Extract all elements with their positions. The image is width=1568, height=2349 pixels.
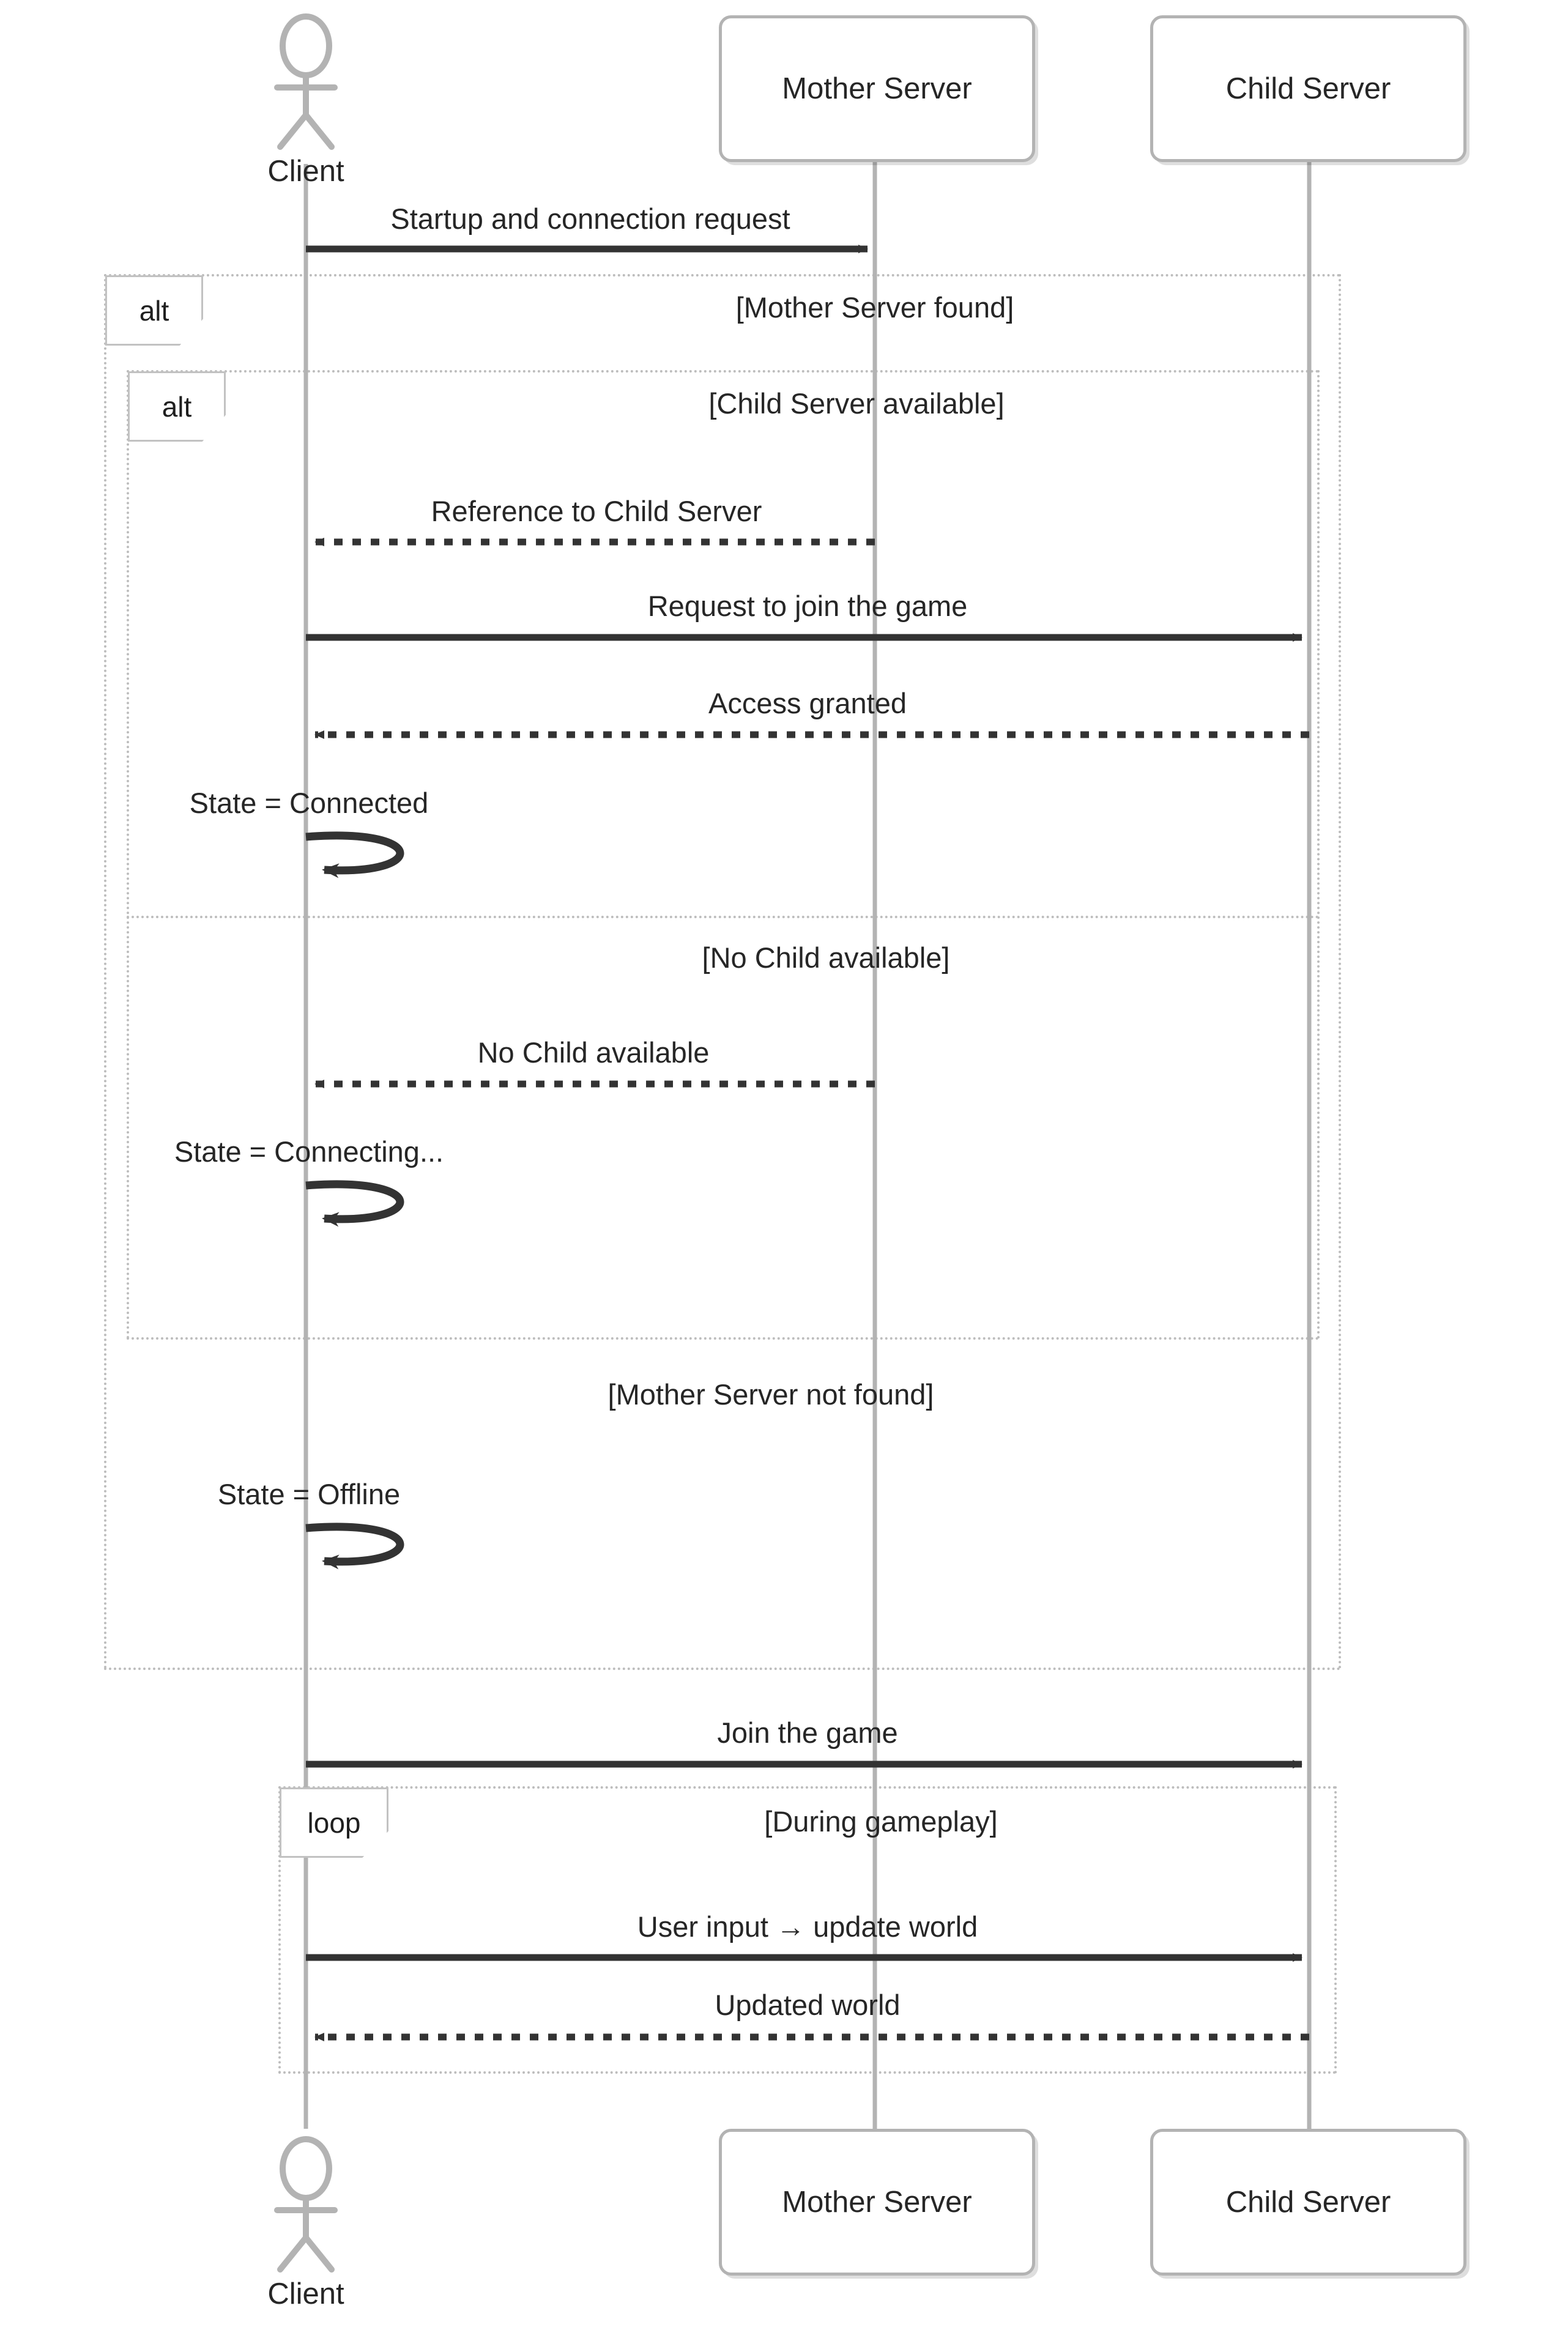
participant-box-child-bottom[interactable]: Child Server <box>1150 2129 1466 2276</box>
message-label-m9: Join the game <box>717 1716 898 1749</box>
fragment-tag-alt-outer-label: alt <box>139 294 169 327</box>
message-label-m7: State = Connecting... <box>174 1135 444 1168</box>
fragment-tag-alt-inner[interactable]: alt <box>128 371 226 442</box>
message-arrows <box>305 245 1309 2041</box>
fragment-condition-no-child: [No Child available] <box>702 941 950 974</box>
participant-label-client-bottom: Client <box>267 2277 344 2310</box>
participant-label-mother-bottom: Mother Server <box>782 2186 972 2219</box>
message-label-m10: User input → update world <box>637 1910 978 1943</box>
fragment-tag-alt-outer[interactable]: alt <box>105 275 203 346</box>
actor-client-bottom <box>274 2136 338 2273</box>
message-label-m2: Reference to Child Server <box>431 495 762 527</box>
arrow-m8-self <box>305 1523 404 1570</box>
actor-client-top <box>274 13 338 150</box>
message-label-m4: Access granted <box>708 687 907 719</box>
message-label-m11: Updated world <box>715 1989 901 2021</box>
fragment-condition-during-gameplay: [During gameplay] <box>764 1805 998 1838</box>
message-label-m5: State = Connected <box>189 787 429 819</box>
fragment-tag-alt-inner-label: alt <box>162 390 192 423</box>
message-label-m6: No Child available <box>477 1036 710 1069</box>
message-label-m8: State = Offline <box>217 1478 401 1510</box>
participant-label-mother-top: Mother Server <box>782 72 972 105</box>
fragment-condition-mother-found: [Mother Server found] <box>735 291 1014 324</box>
participant-label-client-top: Client <box>267 155 344 188</box>
arrow-m7-self <box>305 1180 404 1227</box>
fragment-tag-loop[interactable]: loop <box>280 1787 388 1858</box>
fragment-tag-loop-label: loop <box>307 1806 361 1839</box>
participant-box-mother-top[interactable]: Mother Server <box>719 15 1035 162</box>
participant-label-child-top: Child Server <box>1225 72 1391 105</box>
arrow-m5-self <box>305 831 404 878</box>
message-label-m3: Request to join the game <box>647 590 968 622</box>
participant-box-mother-bottom[interactable]: Mother Server <box>719 2129 1035 2276</box>
fragment-condition-child-available: [Child Server available] <box>708 387 1005 420</box>
participant-label-child-bottom: Child Server <box>1225 2186 1391 2219</box>
fragment-divider-alt-inner-else <box>127 916 1320 918</box>
message-label-m1: Startup and connection request <box>390 202 790 235</box>
participant-box-child-top[interactable]: Child Server <box>1150 15 1466 162</box>
fragment-condition-mother-not-found: [Mother Server not found] <box>608 1378 934 1411</box>
